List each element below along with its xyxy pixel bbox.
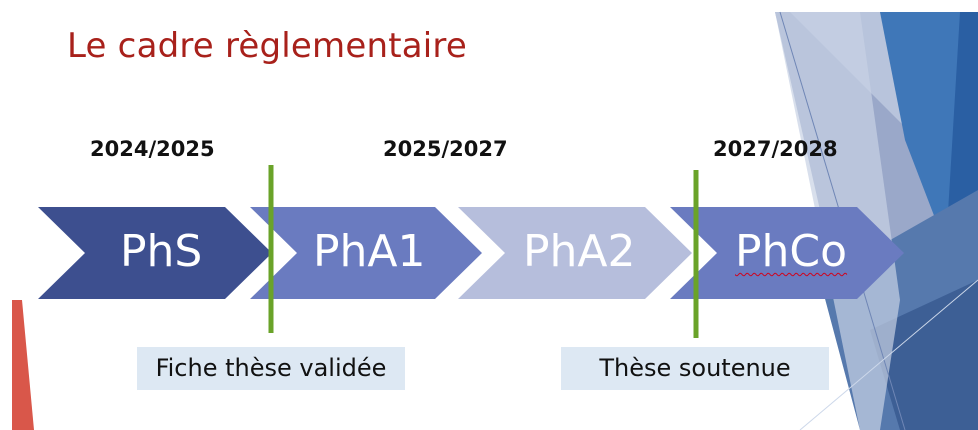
- milestone-note-fiche-these: Fiche thèse validée: [137, 347, 405, 390]
- milestone-note-these-soutenue: Thèse soutenue: [561, 347, 829, 390]
- phase-label-phs: PhS: [120, 226, 203, 277]
- phase-label-pha1: PhA1: [313, 226, 426, 277]
- left-red-accent: [12, 300, 34, 430]
- year-label-2: 2025/2027: [383, 137, 508, 161]
- chevron-phs: [38, 207, 272, 299]
- phase-label-pha2: PhA2: [523, 226, 636, 277]
- slide-title: Le cadre règlementaire: [67, 26, 467, 66]
- chevron-pha2: [458, 207, 692, 299]
- chevron-phco: [670, 207, 904, 299]
- year-label-3: 2027/2028: [713, 137, 838, 161]
- year-label-1: 2024/2025: [90, 137, 215, 161]
- phase-label-phco: PhCo: [735, 226, 848, 277]
- chevron-pha1: [250, 207, 482, 299]
